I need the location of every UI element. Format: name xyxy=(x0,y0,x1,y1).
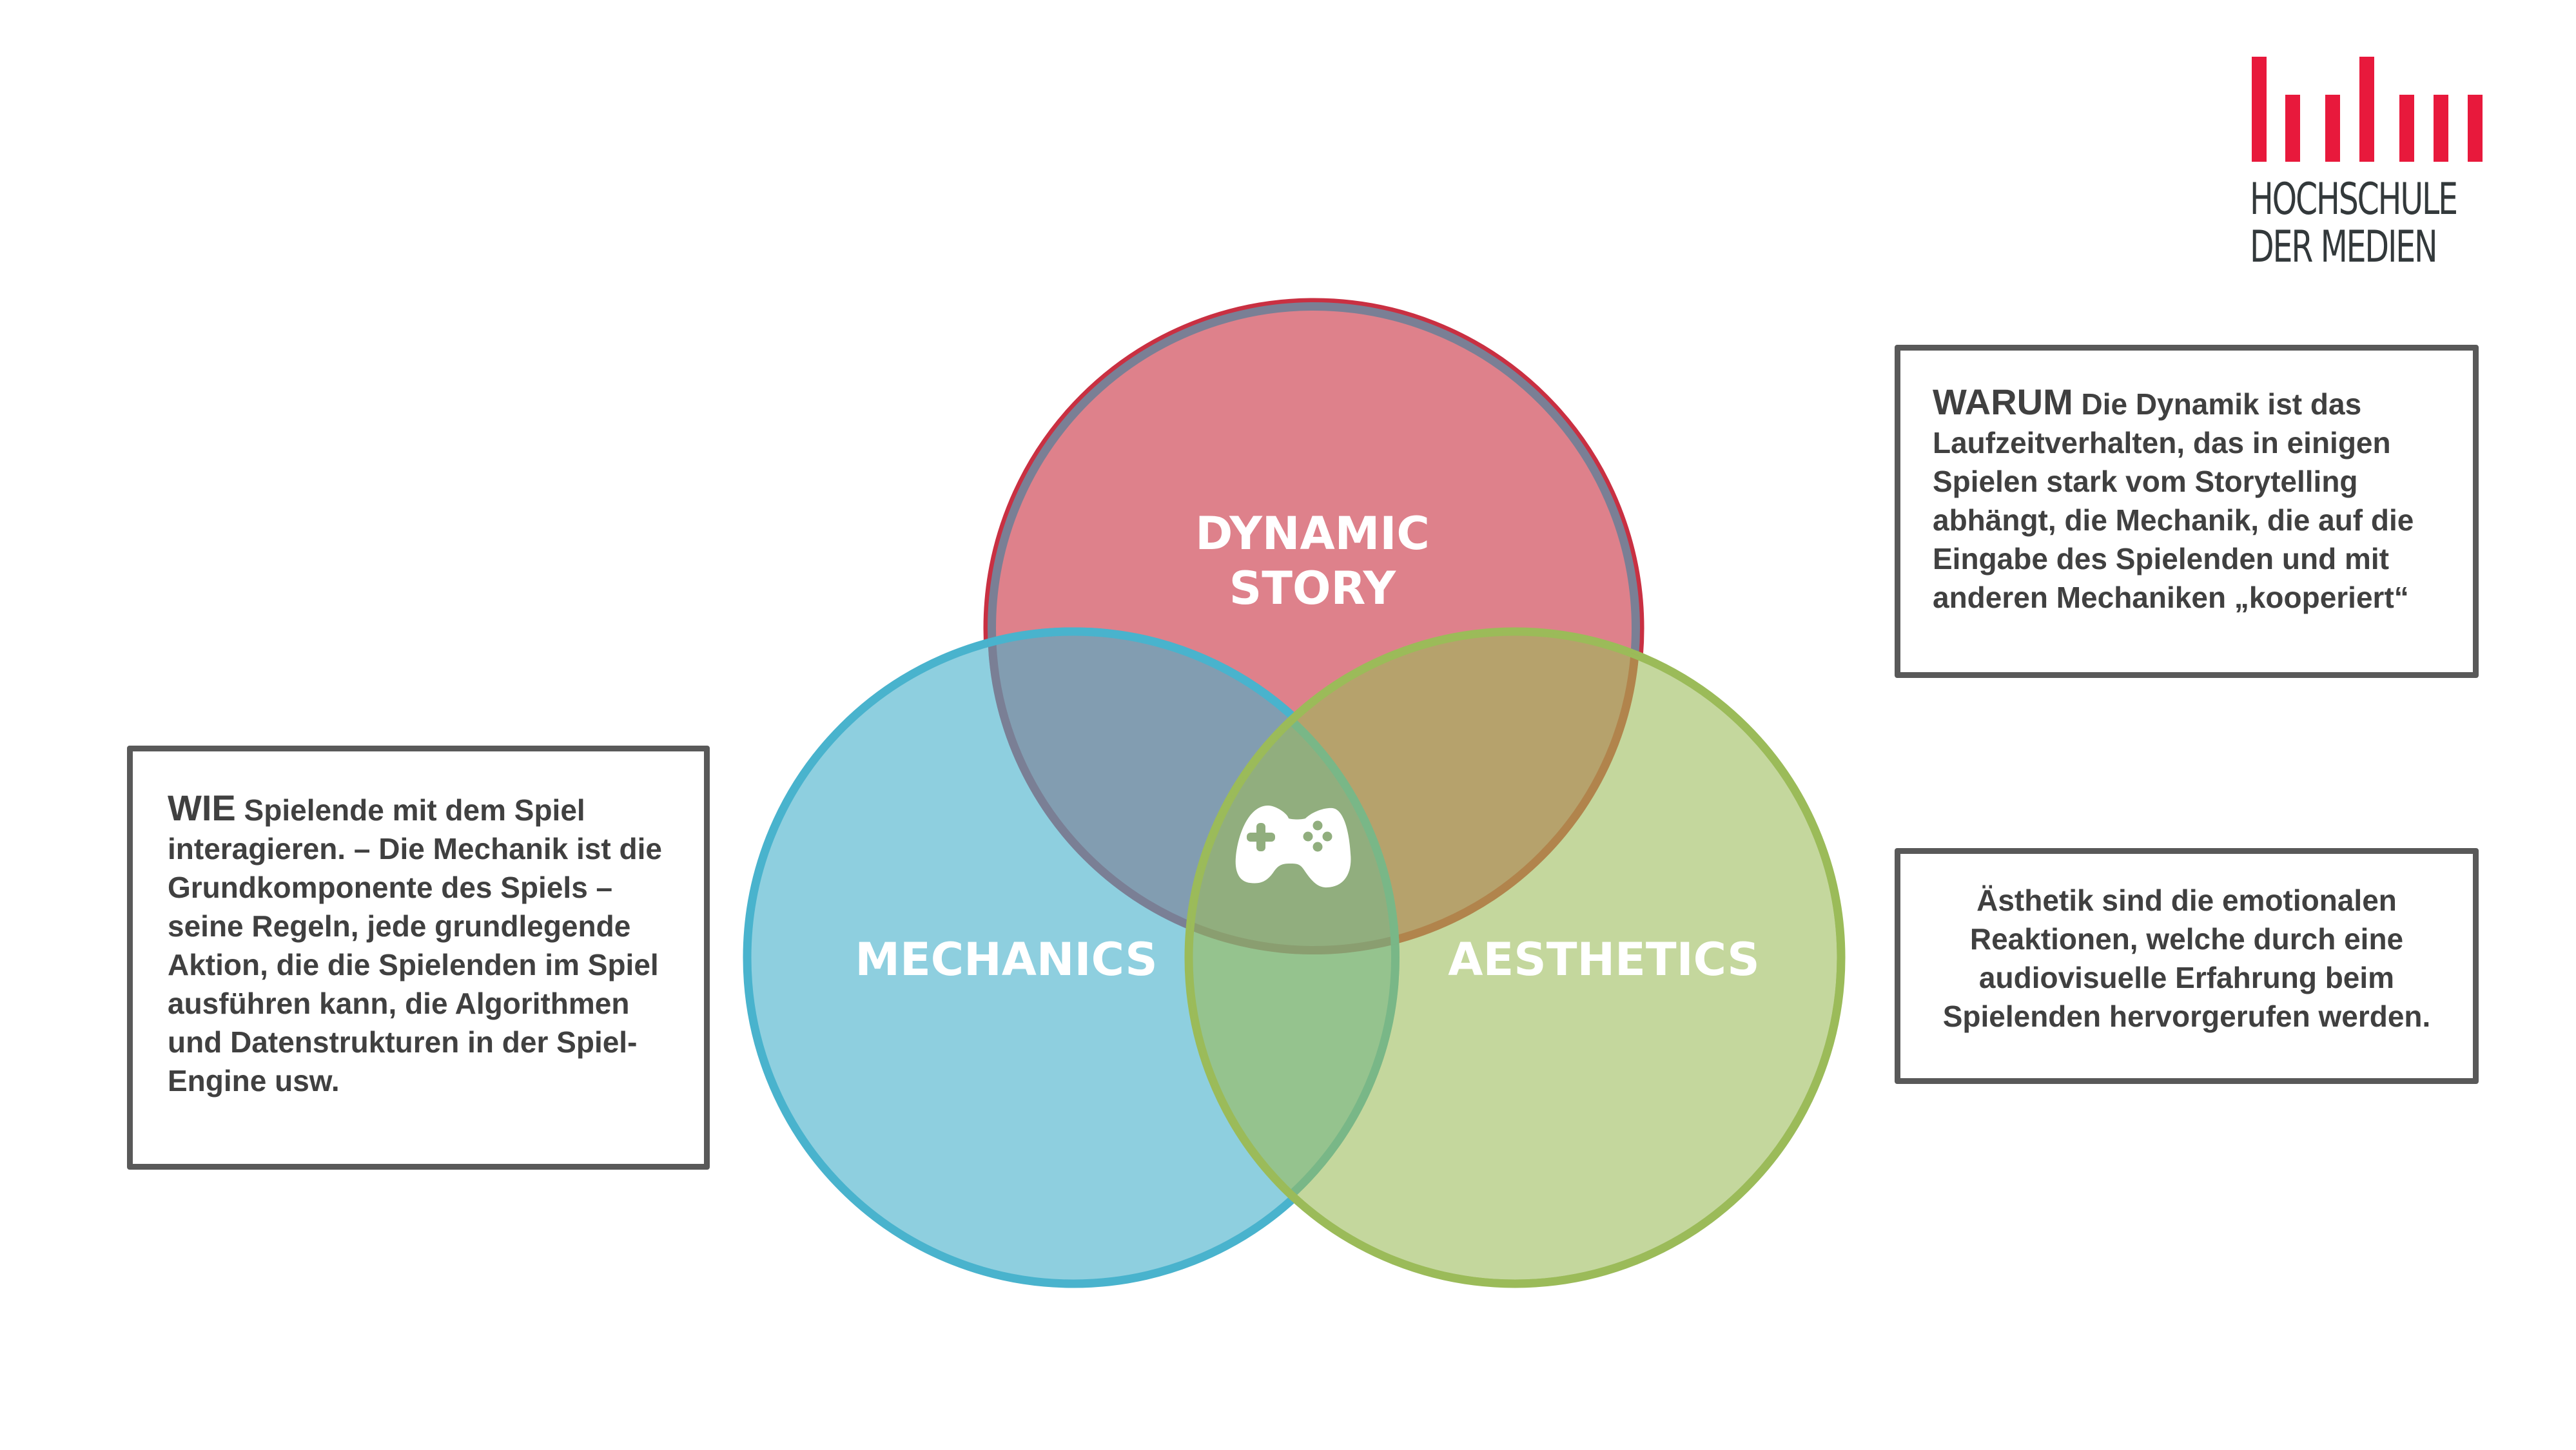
label-story: STORY xyxy=(1229,562,1397,615)
info-box-aesthetik: Ästhetik sind die emotionalen Reaktionen… xyxy=(1895,848,2479,1084)
logo-line-1: HOCHSCHULE xyxy=(2250,174,2458,225)
gamepad-icon xyxy=(1235,806,1351,888)
logo-line-2: DER MEDIEN xyxy=(2250,222,2438,273)
logo-bar xyxy=(2468,95,2483,162)
box-wie-lead: WIE xyxy=(168,788,236,828)
logo-bars xyxy=(2250,57,2495,162)
logo-bar xyxy=(2325,95,2340,162)
box-warum-lead: WARUM xyxy=(1933,382,2073,422)
box-wie-text: Spielende mit dem Spiel interagieren. – … xyxy=(168,793,662,1097)
logo-bar xyxy=(2359,57,2374,162)
logo-hochschule-der-medien: HOCHSCHULE DER MEDIEN xyxy=(2250,57,2495,273)
label-aesthetics: AESTHETICS xyxy=(1448,933,1759,986)
logo-bar xyxy=(2399,95,2414,162)
logo-bar xyxy=(2434,95,2448,162)
info-box-wie: WIE Spielende mit dem Spiel interagieren… xyxy=(127,746,710,1170)
logo-bar xyxy=(2285,95,2300,162)
info-box-warum: WARUM Die Dynamik ist das Laufzeitverhal… xyxy=(1895,345,2479,678)
box-warum-text: Die Dynamik ist das Laufzeitverhalten, d… xyxy=(1933,387,2414,614)
box-aesthetik-text: Ästhetik sind die emotionalen Reaktionen… xyxy=(1942,884,2431,1033)
label-dynamic: DYNAMIC xyxy=(1195,507,1430,560)
label-mechanics: MECHANICS xyxy=(855,933,1157,986)
logo-bar xyxy=(2252,57,2267,162)
